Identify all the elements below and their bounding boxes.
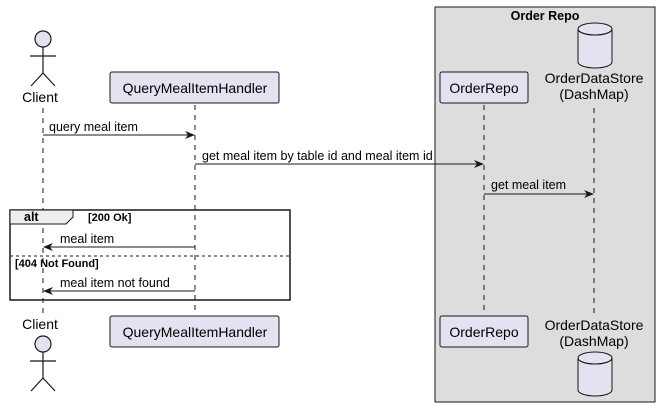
order-repo-box-title: Order Repo — [511, 9, 580, 23]
message-label: meal item not found — [60, 276, 170, 290]
message-label: query meal item — [49, 120, 138, 134]
store-label-top-1: OrderDataStore — [545, 70, 644, 86]
client-actor-bottom — [30, 335, 56, 392]
handler-label-bottom: QueryMealItemHandler — [123, 324, 268, 340]
store-database-bottom: OrderDataStore (DashMap) — [545, 317, 644, 397]
message-query-meal-item: query meal item — [43, 120, 195, 139]
message-label: get meal item by table id and meal item … — [202, 149, 433, 163]
alt-guard-1: [200 Ok] — [88, 212, 132, 224]
message-reply-meal-item: meal item — [43, 232, 195, 251]
handler-participant-bottom: QueryMealItemHandler — [109, 315, 280, 348]
repo-label-bottom: OrderRepo — [449, 324, 518, 340]
repo-participant-bottom: OrderRepo — [439, 315, 529, 348]
store-label-bottom-2: (DashMap) — [559, 333, 628, 349]
handler-participant-top: QueryMealItemHandler — [109, 71, 280, 104]
store-database-top: OrderDataStore (DashMap) — [545, 22, 644, 102]
store-label-bottom-1: OrderDataStore — [545, 317, 644, 333]
client-actor-top — [30, 30, 56, 87]
alt-keyword: alt — [24, 210, 39, 224]
client-label-top: Client — [22, 89, 58, 105]
store-label-top-2: (DashMap) — [559, 86, 628, 102]
handler-label-top: QueryMealItemHandler — [123, 80, 268, 96]
message-label: get meal item — [491, 178, 566, 192]
alt-fragment: alt [200 Ok] [404 Not Found] — [9, 209, 291, 301]
repo-participant-top: OrderRepo — [439, 71, 529, 104]
client-label-bottom: Client — [22, 316, 58, 332]
repo-label-top: OrderRepo — [449, 80, 518, 96]
message-reply-not-found: meal item not found — [43, 276, 195, 295]
message-get-by-table-id: get meal item by table id and meal item … — [195, 149, 484, 168]
message-get-meal-item: get meal item — [484, 178, 594, 198]
message-label: meal item — [60, 232, 114, 246]
alt-guard-2: [404 Not Found] — [15, 258, 99, 270]
